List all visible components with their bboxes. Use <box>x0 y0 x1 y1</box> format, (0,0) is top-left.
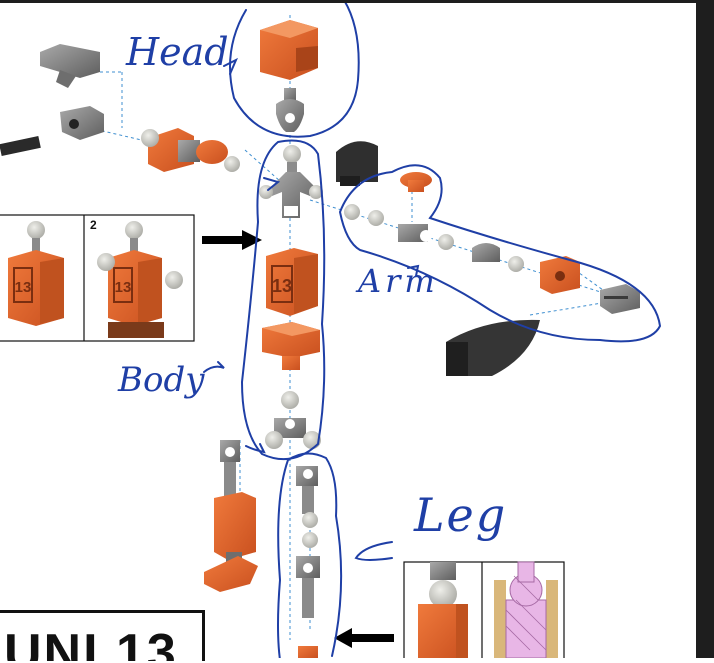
frame-edge-top <box>0 0 696 3</box>
body-arrow <box>203 361 225 373</box>
leg-connector-arrow <box>245 443 266 454</box>
joint-section-figure <box>494 561 558 659</box>
body-arrow-top <box>263 177 281 191</box>
title-box: UNI 13 <box>0 610 205 661</box>
shoulder-cap <box>336 141 378 186</box>
annotation-outlines <box>203 0 662 661</box>
leg-arrow <box>354 541 393 561</box>
forearm-left <box>141 128 240 172</box>
body-outline <box>240 139 326 461</box>
hip-block <box>262 322 320 370</box>
frame-edge-right <box>696 0 714 658</box>
hand-part-lower <box>0 106 104 157</box>
step-box-bottom-right <box>403 561 565 663</box>
step-one-figure: 13 <box>8 221 64 326</box>
arrow-right-icon <box>202 230 262 250</box>
head-outline <box>229 0 360 138</box>
pelvis-joint <box>265 391 321 449</box>
step-one-number: 13 <box>15 279 32 296</box>
arm-outline <box>338 164 662 343</box>
joint-figure-left <box>418 562 468 658</box>
neck-clip <box>276 88 304 132</box>
arm-label: Arm <box>358 262 439 300</box>
arrow-left-icon <box>334 628 394 648</box>
arm-arrow <box>407 264 420 277</box>
leg-left <box>204 440 258 592</box>
step-two-number-label: 2 <box>90 218 97 232</box>
torso-connector <box>259 145 323 218</box>
hand-part-top <box>40 44 100 88</box>
step-two-number: 13 <box>115 279 132 296</box>
torso-block: 13 <box>266 248 318 316</box>
torso-number: 13 <box>272 276 292 296</box>
leg-outline <box>277 452 343 661</box>
step-box-left: 13 13 <box>0 214 195 342</box>
head-arrow <box>223 57 238 75</box>
page-title: UNI 13 <box>4 624 178 661</box>
head-block <box>260 20 318 80</box>
leg-label: Leg <box>414 488 508 542</box>
leg-right <box>296 466 320 658</box>
shield-part <box>446 319 540 376</box>
step-two-figure: 13 <box>97 221 183 338</box>
body-label: Body <box>118 360 205 400</box>
arm-parts <box>344 172 640 314</box>
head-label: Head <box>126 30 229 74</box>
